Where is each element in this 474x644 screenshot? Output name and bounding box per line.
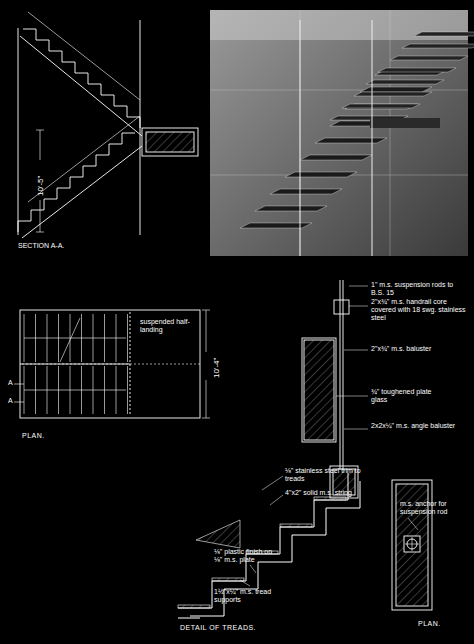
photo-tread — [255, 206, 327, 211]
dimension: 10'-4" — [212, 358, 221, 378]
photo-tread — [315, 138, 387, 143]
tread-line — [24, 314, 25, 362]
photo-tread — [390, 56, 468, 60]
callout-note: ⅛" plastic finish on ⅛" m.s. plate — [214, 548, 280, 564]
lower-flight — [18, 133, 135, 232]
tread-line — [47, 366, 48, 414]
upper-flight — [23, 29, 140, 128]
tread-line — [58, 314, 59, 362]
photo-tread — [270, 189, 342, 194]
handrail — [28, 12, 140, 100]
callout-note: A — [8, 379, 13, 387]
photo-tread — [240, 223, 312, 228]
callout-note: A — [8, 397, 13, 405]
photo-tread — [300, 155, 372, 160]
tread-line — [116, 314, 117, 362]
callout-note: 2"x¾" m.s. handrail core covered with 18… — [371, 298, 469, 322]
callout-note: ⅛" stainless steel trim to treads — [285, 467, 367, 483]
tread-line — [116, 366, 117, 414]
tread-line — [104, 314, 105, 362]
dimension: 10'-5" — [36, 176, 45, 196]
photo-tread — [378, 68, 456, 72]
tread-line — [81, 314, 82, 362]
photo-tread — [354, 92, 432, 96]
tread-line — [47, 314, 48, 362]
handrail — [28, 116, 140, 202]
tread-line — [35, 314, 36, 362]
callout-note: 1" m.s. suspension rods to B.S. 15 — [371, 281, 467, 297]
photo-stair — [240, 32, 474, 228]
tread-line — [104, 366, 105, 414]
stair-section — [18, 12, 142, 238]
photo-tread — [360, 87, 432, 92]
callout-note: 2"x¾" m.s. baluster — [371, 345, 467, 353]
view-title: PLAN. — [22, 432, 45, 440]
tread-line — [70, 314, 71, 362]
tread-line — [81, 366, 82, 414]
view-title: PLAN. — [418, 620, 441, 628]
tread-line — [93, 314, 94, 362]
plan-treads — [24, 314, 128, 414]
upper-string — [20, 36, 142, 136]
callout-note: m.s. anchor for suspension rod — [400, 500, 470, 516]
tread-line — [24, 366, 25, 414]
lower-string — [22, 146, 142, 238]
photo-landing — [370, 118, 440, 128]
view-title: DETAIL OF TREADS. — [180, 624, 256, 632]
photo-tread — [342, 104, 420, 108]
photo-tread — [366, 80, 444, 84]
callout-note: SECTION A-A. — [18, 242, 64, 250]
glass-section — [196, 520, 240, 548]
string-profile — [190, 481, 360, 616]
callout-note: 4"x2" solid m.s. string — [285, 489, 365, 497]
photo-tread — [402, 44, 474, 48]
tread-line — [35, 366, 36, 414]
callout-note: 1½"x¼" m.s. tread supports — [214, 588, 296, 604]
photo-tread — [285, 172, 357, 177]
tread-line — [127, 314, 128, 362]
tread-line — [93, 366, 94, 414]
callout-note: 2x2x¼" m.s. angle baluster — [371, 422, 467, 430]
tread-line — [127, 366, 128, 414]
tread-line — [58, 366, 59, 414]
tread-line — [70, 366, 71, 414]
floor-line — [178, 618, 200, 619]
photo-tread — [414, 32, 474, 36]
callout-note: suspended half-landing — [140, 318, 198, 334]
callout-note: ¾" toughened plate glass — [371, 388, 441, 404]
